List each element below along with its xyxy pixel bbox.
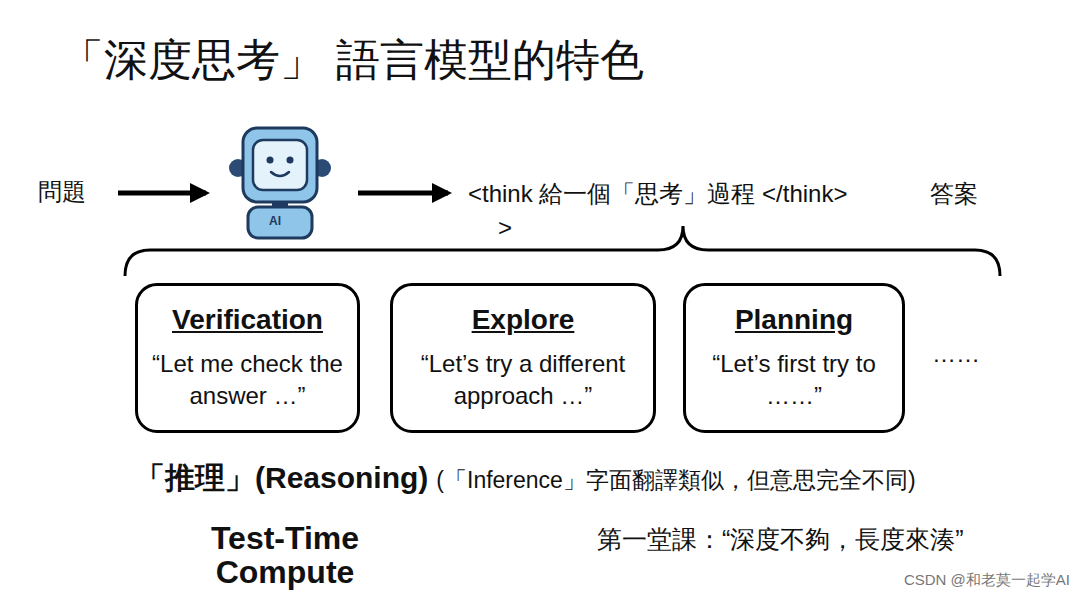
input-arrow xyxy=(118,191,206,196)
think-output-wrap: > xyxy=(498,214,512,243)
process-box: Planning “Let’s first try to ……” xyxy=(683,283,905,433)
watermark: CSDN @和老莫一起学AI xyxy=(904,571,1070,589)
ellipsis: …… xyxy=(932,340,980,369)
process-box: Explore “Let’s try a different approach …… xyxy=(390,283,656,433)
box-quote: “Let me check the answer …” xyxy=(146,348,349,413)
lesson-note: 第一堂課：“深度不夠，長度來湊” xyxy=(597,524,964,554)
box-heading: Explore xyxy=(472,304,575,336)
robot-icon xyxy=(229,128,331,238)
answer-label: 答案 xyxy=(930,180,978,209)
output-arrow xyxy=(358,191,448,196)
term-row: 「推理」(Reasoning) (「Inference」字面翻譯類似，但意思完全不… xyxy=(135,458,924,499)
process-box: Verification “Let me check the answer …” xyxy=(135,283,360,433)
term-note: (「Inference」字面翻譯類似，但意思完全不同) xyxy=(436,465,915,496)
diagram-title: 「深度思考」 語言模型的特色 xyxy=(60,34,644,87)
box-heading: Verification xyxy=(172,304,323,336)
input-label: 問題 xyxy=(38,178,86,207)
think-output: <think 給一個「思考」過程 </think> xyxy=(468,180,847,209)
box-quote: “Let’s try a different approach …” xyxy=(401,348,645,413)
term-heading: 「推理」(Reasoning) xyxy=(135,458,428,499)
concept-label: Test-Time Compute xyxy=(175,522,395,589)
curly-brace xyxy=(125,226,1000,276)
box-heading: Planning xyxy=(735,304,853,336)
robot-badge: AI xyxy=(269,214,281,228)
box-quote: “Let’s first try to ……” xyxy=(694,348,894,413)
